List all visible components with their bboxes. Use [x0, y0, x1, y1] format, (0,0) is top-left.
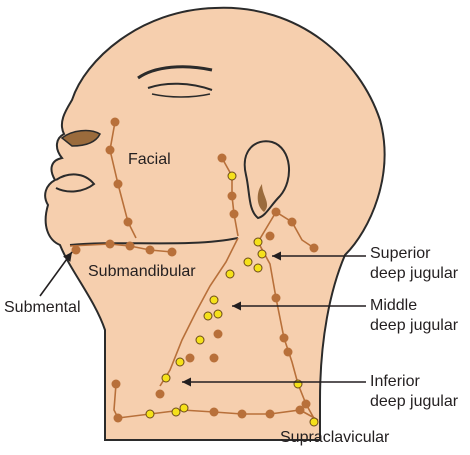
superficial-lymph-node — [271, 207, 281, 217]
label-middle-deep-jugular-line1: Middle — [370, 297, 418, 314]
superficial-lymph-node — [309, 243, 319, 253]
arrow-superior-deep-jugular — [272, 251, 366, 261]
superficial-lymph-node — [209, 353, 219, 363]
deep-lymph-node — [171, 407, 181, 417]
superficial-lymph-node — [279, 333, 289, 343]
label-inferior-deep-jugular-line1: Inferior — [370, 373, 420, 390]
label-superior-deep-jugular-line1: Superior — [370, 245, 431, 262]
deep-lymph-node — [203, 311, 213, 321]
deep-lymph-node — [213, 309, 223, 319]
superficial-lymph-node — [287, 217, 297, 227]
superficial-lymph-node — [125, 241, 135, 251]
deep-lymph-node — [309, 417, 319, 427]
label-supraclavicular: Supraclavicular — [280, 429, 390, 446]
arrow-head — [232, 301, 241, 311]
superficial-lymph-node — [265, 409, 275, 419]
superficial-lymph-node — [110, 117, 120, 127]
superficial-lymph-node — [283, 347, 293, 357]
deep-lymph-node — [161, 373, 171, 383]
superficial-lymph-node — [237, 409, 247, 419]
label-facial: Facial — [128, 151, 171, 168]
lymph-vessel — [159, 237, 239, 387]
arrow-head — [272, 251, 281, 261]
superficial-lymph-node — [301, 399, 311, 409]
ear-inner-shadow — [257, 184, 268, 212]
deep-lymph-node — [253, 263, 263, 273]
eye-lid — [147, 82, 213, 91]
ear — [243, 140, 291, 220]
superficial-lymph-node — [271, 293, 281, 303]
superficial-lymph-node — [105, 145, 115, 155]
superficial-lymph-node — [185, 353, 195, 363]
arrow-head — [63, 252, 72, 262]
superficial-lymph-node — [229, 209, 239, 219]
superficial-lymph-node — [213, 329, 223, 339]
superficial-lymph-node — [227, 191, 237, 201]
superficial-lymph-node — [113, 179, 123, 189]
superficial-lymph-node — [265, 231, 275, 241]
deep-lymph-node — [195, 335, 205, 345]
arrow-middle-deep-jugular — [232, 301, 366, 311]
deep-lymph-node — [175, 357, 185, 367]
lymph-nodes — [71, 117, 319, 427]
pointer-arrows — [39, 251, 366, 387]
jaw-line — [69, 237, 239, 246]
arrow-inferior-deep-jugular — [182, 377, 366, 387]
deep-lymph-node — [227, 171, 237, 181]
deep-lymph-node — [179, 403, 189, 413]
arrow-submental — [39, 251, 73, 297]
eyebrow — [137, 65, 213, 80]
label-submental: Submental — [4, 299, 81, 316]
superficial-lymph-node — [145, 245, 155, 255]
head-silhouette — [44, 6, 386, 441]
arrow-head — [182, 377, 191, 387]
deep-lymph-node — [257, 249, 267, 259]
superficial-lymph-node — [71, 245, 81, 255]
superficial-lymph-node — [105, 239, 115, 249]
superficial-lymph-node — [111, 379, 121, 389]
label-inferior-deep-jugular-line2: deep jugular — [370, 393, 459, 410]
deep-lymph-node — [225, 269, 235, 279]
deep-lymph-node — [209, 295, 219, 305]
label-submandibular: Submandibular — [88, 263, 196, 280]
deep-lymph-node — [145, 409, 155, 419]
arrow-shaft — [39, 251, 73, 297]
superficial-lymph-node — [167, 247, 177, 257]
superficial-lymph-node — [155, 389, 165, 399]
eye-lid-lower — [151, 93, 211, 98]
nostril — [60, 129, 101, 147]
superficial-lymph-node — [113, 413, 123, 423]
label-superior-deep-jugular-line2: deep jugular — [370, 265, 459, 282]
superficial-lymph-node — [217, 153, 227, 163]
superficial-lymph-node — [209, 407, 219, 417]
label-middle-deep-jugular-line2: deep jugular — [370, 317, 459, 334]
deep-lymph-node — [253, 237, 263, 247]
lips — [55, 173, 96, 193]
deep-lymph-node — [243, 257, 253, 267]
superficial-lymph-node — [295, 405, 305, 415]
superficial-lymph-node — [123, 217, 133, 227]
